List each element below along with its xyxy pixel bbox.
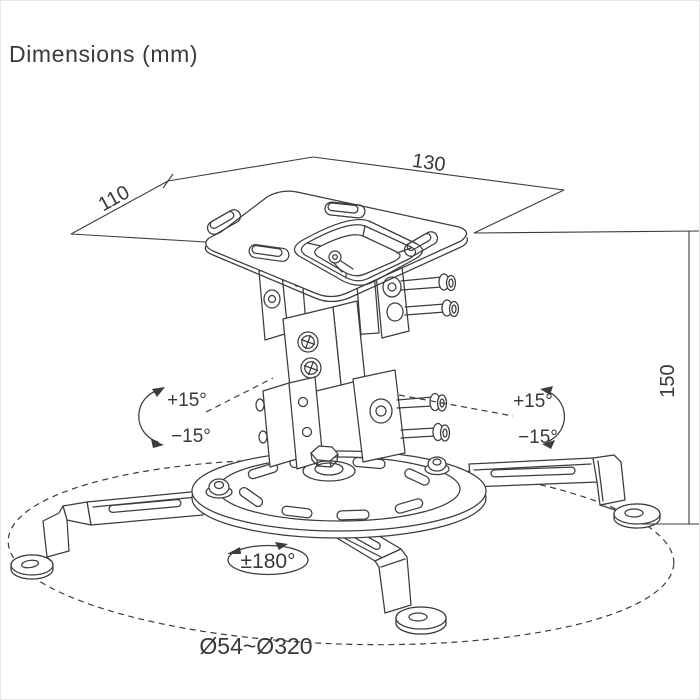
dimension-130 [313, 157, 564, 233]
ceiling-plate [205, 191, 467, 301]
plate-slot-se [402, 229, 440, 258]
tilt-arc-left [139, 390, 159, 442]
rotation-indicator [227, 542, 308, 575]
tilt-down-label-left: −15° [171, 426, 211, 447]
tilt-joint [256, 370, 450, 469]
tension-knob-lower [442, 300, 459, 317]
dimension-110 [71, 157, 313, 234]
dimension-lines [71, 157, 699, 524]
hex-nut [311, 446, 338, 467]
plate-pivot [329, 251, 353, 272]
tilt-up-label-right: +15° [513, 391, 553, 412]
plate-slot-ne [324, 201, 365, 218]
tension-knob-upper [439, 274, 456, 291]
tilt-down-label-right: −15° [518, 427, 558, 448]
plate-recess [294, 220, 422, 286]
base-left-arm [11, 491, 203, 579]
tilt-up-label-left: +15° [167, 390, 207, 411]
phillips-screw-1 [298, 332, 318, 352]
dimension-150 [474, 231, 699, 524]
diagram-title: Dimensions (mm) [9, 41, 199, 67]
plate-slot-sw [248, 244, 289, 262]
tilt-indicator-right [399, 386, 564, 449]
dimension-label-110: 110 [95, 181, 134, 216]
extension-line-left [71, 234, 206, 242]
dimension-label-130: 130 [411, 150, 447, 176]
disc-dome-screw-right [425, 457, 449, 475]
tilt-arc-right [546, 391, 564, 441]
diameter-range-label: Ø54~Ø320 [199, 633, 312, 659]
tilt-knob-upper [430, 394, 447, 412]
hinge-cheek-right [375, 257, 459, 338]
base-right-arm [469, 455, 660, 528]
dimension-label-150: 150 [657, 364, 679, 397]
base-disc [192, 451, 486, 538]
tilt-knob-lower [433, 424, 450, 442]
tilt-indicator-left [139, 378, 273, 448]
disc-dome-screw-left [206, 479, 232, 498]
mount-column [256, 257, 459, 469]
plate-slot-nw [205, 207, 243, 236]
phillips-screw-2 [301, 358, 321, 378]
rotation-label: ±180° [241, 550, 296, 573]
